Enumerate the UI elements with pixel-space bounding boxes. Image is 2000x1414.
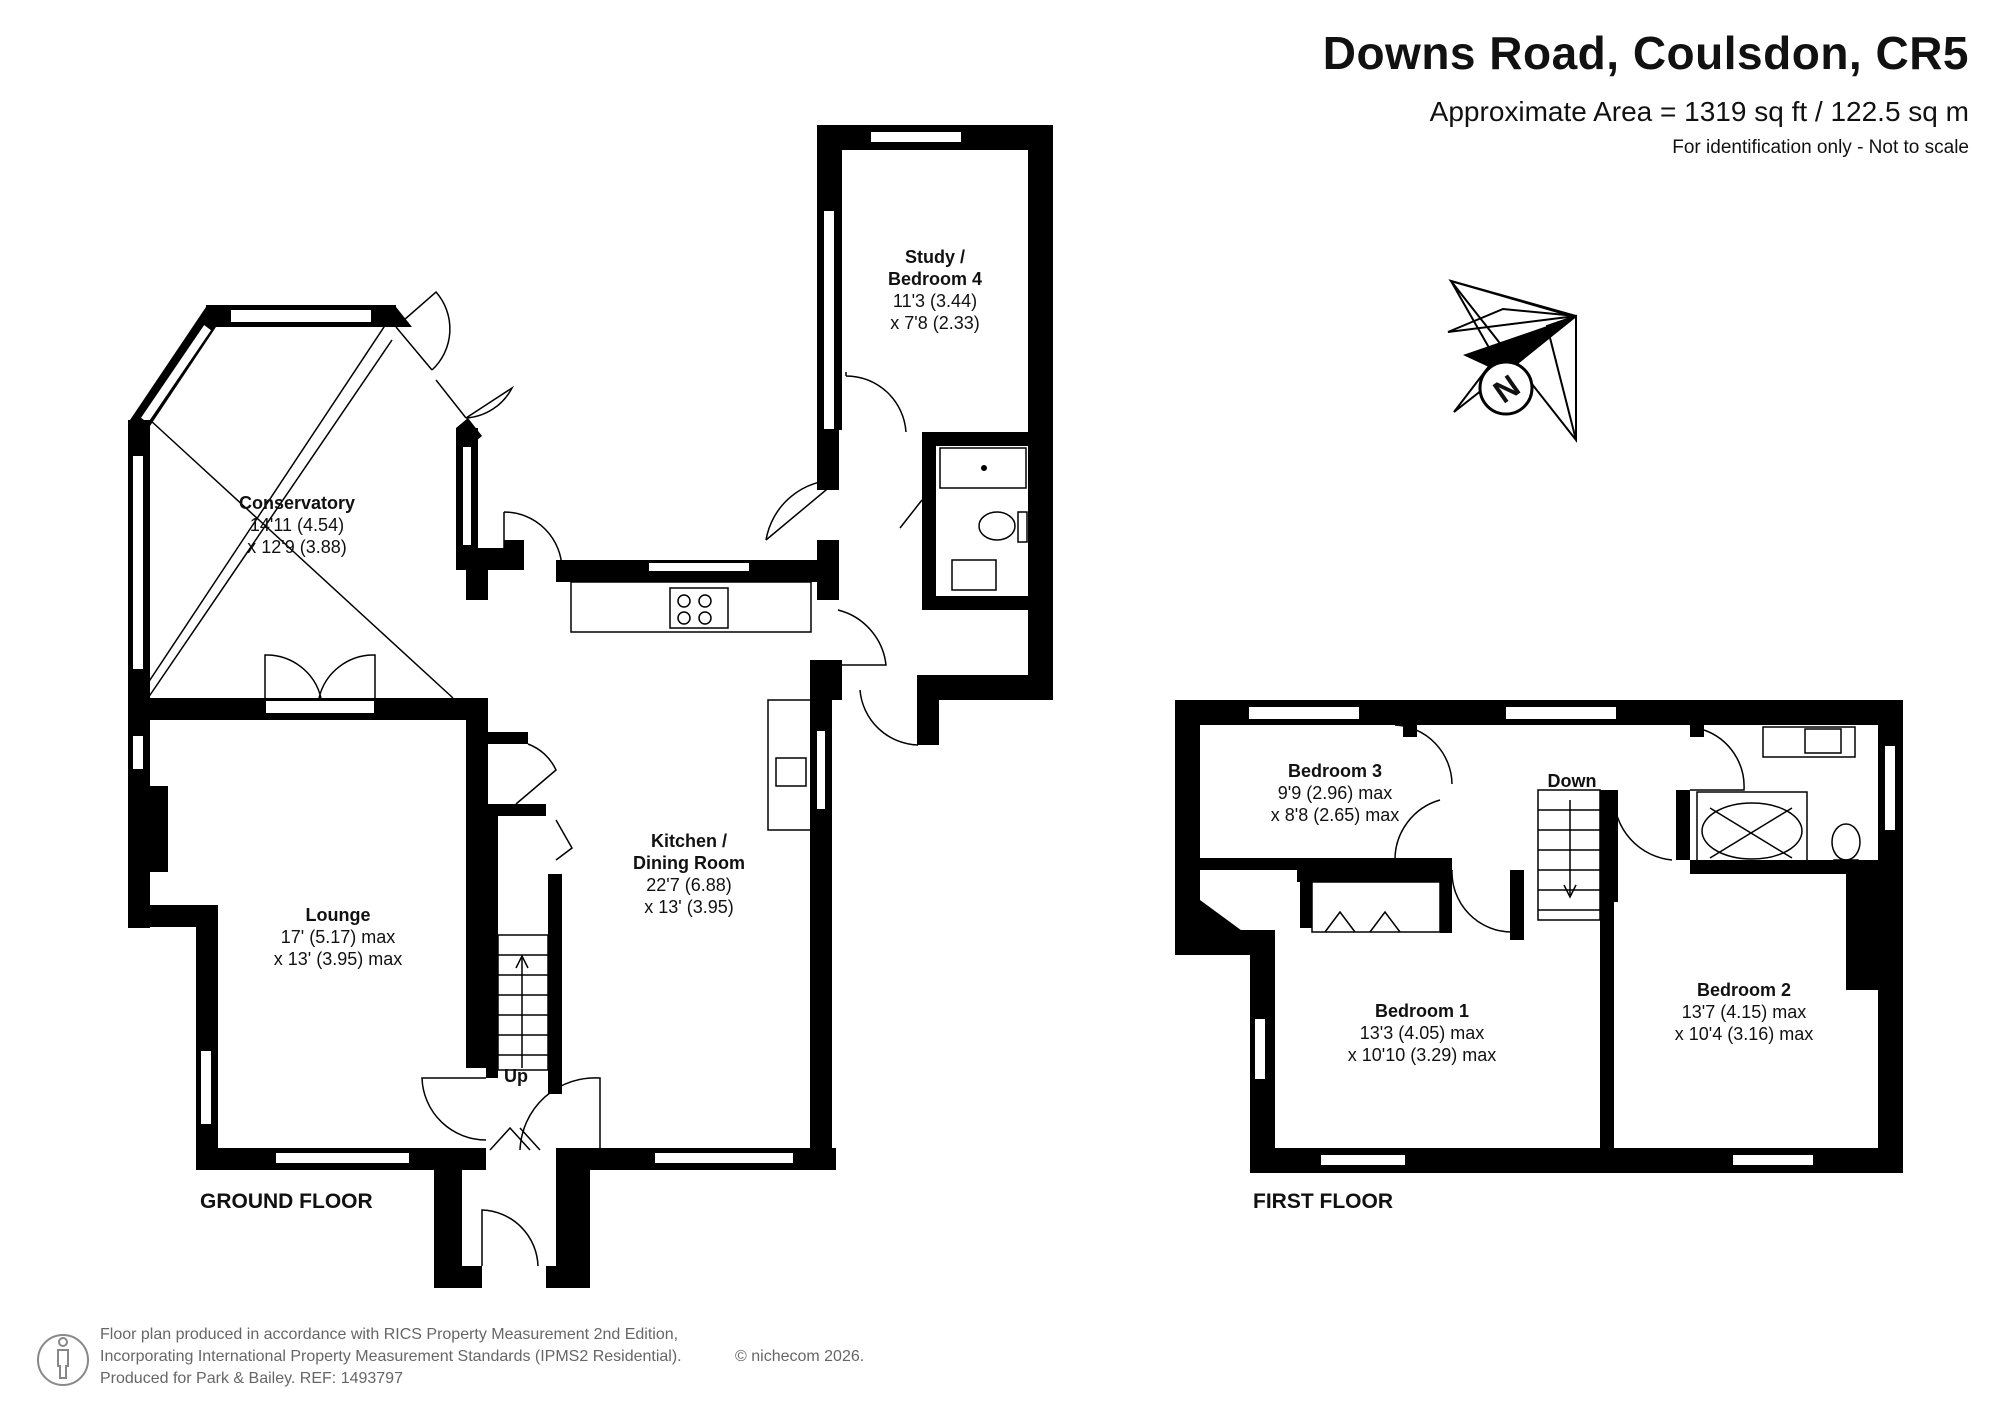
- bedroom2-dim-2: x 10'4 (3.16) max: [1675, 1024, 1814, 1044]
- kitchen-name-2: Dining Room: [633, 853, 745, 873]
- approximate-area: Approximate Area = 1319 sq ft / 122.5 sq…: [1429, 96, 1969, 127]
- lounge-name: Lounge: [306, 905, 371, 925]
- lounge-dim-1: 17' (5.17) max: [281, 927, 396, 947]
- bedroom2-name: Bedroom 2: [1697, 980, 1791, 1000]
- conservatory-dim-1: 14'11 (4.54): [250, 515, 344, 535]
- kitchen-dim-2: x 13' (3.95): [644, 897, 733, 917]
- bedroom3-dim-2: x 8'8 (2.65) max: [1271, 805, 1400, 825]
- kitchen-name-1: Kitchen /: [651, 831, 727, 851]
- bedroom2-dim-1: 13'7 (4.15) max: [1682, 1002, 1807, 1022]
- bedroom1-dim-2: x 10'10 (3.29) max: [1348, 1045, 1497, 1065]
- bedroom1-dim-1: 13'3 (4.05) max: [1360, 1023, 1485, 1043]
- study-dim-1: 11'3 (3.44): [893, 291, 977, 311]
- ground-floor-label: GROUND FLOOR: [200, 1190, 373, 1213]
- ground-floor-plan: [128, 125, 1053, 1288]
- lounge-dim-2: x 13' (3.95) max: [274, 949, 403, 969]
- identification-note: For identification only - Not to scale: [1672, 137, 1969, 158]
- study-name-1: Study /: [905, 247, 965, 267]
- conservatory-name: Conservatory: [239, 493, 355, 513]
- footer-line-3: Produced for Park & Bailey. REF: 1493797: [100, 1370, 403, 1387]
- study-dim-2: x 7'8 (2.33): [890, 313, 979, 333]
- stairs-up-label: Up: [504, 1066, 528, 1086]
- study-name-2: Bedroom 4: [888, 269, 982, 289]
- bedroom1-name: Bedroom 1: [1375, 1001, 1469, 1021]
- measurement-person-icon: [37, 1334, 89, 1386]
- compass-rose-icon: N: [1447, 279, 1577, 443]
- bedroom3-name: Bedroom 3: [1288, 761, 1382, 781]
- conservatory-dim-2: x 12'9 (3.88): [247, 537, 347, 557]
- footer-copyright: © nichecom 2026.: [735, 1348, 864, 1365]
- kitchen-dim-1: 22'7 (6.88): [646, 875, 732, 895]
- first-floor-plan: [1175, 700, 1903, 1173]
- first-floor-label: FIRST FLOOR: [1253, 1190, 1393, 1213]
- page-title: Downs Road, Coulsdon, CR5: [1322, 27, 1969, 79]
- footer-line-1: Floor plan produced in accordance with R…: [100, 1326, 678, 1343]
- bedroom3-dim-1: 9'9 (2.96) max: [1278, 783, 1393, 803]
- footer-line-2: Incorporating International Property Mea…: [100, 1348, 682, 1365]
- stairs-down-label: Down: [1548, 771, 1597, 791]
